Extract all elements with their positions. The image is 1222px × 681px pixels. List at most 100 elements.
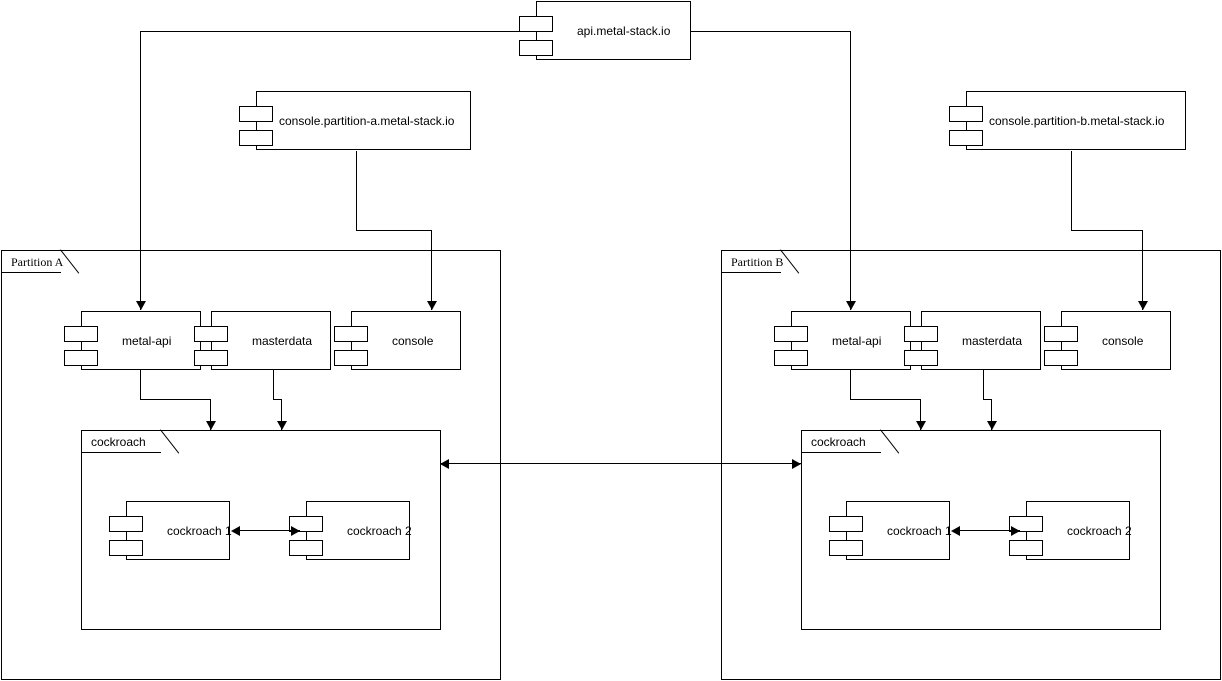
arrowhead-metal-api-a-to-cockroach [206,421,216,430]
component-metal-api-a[interactable]: metal-api [64,311,201,370]
connector-masterdata-a-vertical-1 [273,370,274,400]
component-masterdata-b[interactable]: masterdata [904,311,1041,370]
connector-masterdata-b-horizontal [983,399,992,400]
arrowhead-replication-left [440,459,449,469]
component-cockroach-2-b[interactable]: cockroach 2 [1009,501,1132,560]
component-port-icon [774,350,808,366]
component-port-icon [64,326,98,342]
connector-console-b-vertical-1 [1071,151,1072,230]
component-port-icon [334,350,368,366]
partition-a-package[interactable]: Partition A [1,249,501,680]
partition-a-label: Partition A [11,254,64,269]
connector-metal-api-b-vertical-2 [920,399,921,430]
arrowhead-metal-api-b-to-cockroach [916,421,926,430]
cockroach-b-label: cockroach [811,434,866,449]
partition-b-tab-edge [721,272,781,273]
partition-a-tab: Partition A [1,250,64,272]
connector-metal-api-a-vertical-1 [140,370,141,400]
arrowhead-api-to-metal-api-b [846,301,856,310]
cockroach-b-tab-edge [801,452,881,453]
connector-cockroach-pair-a [236,530,300,531]
partition-b-package[interactable]: Partition B [721,249,1221,680]
arrowhead-console-a [427,301,437,310]
arrowhead-console-b [1138,301,1148,310]
arrowhead-cockroach-pair-b-left [951,526,960,536]
component-port-icon [519,16,553,32]
connector-api-to-partition-b-vertical [850,31,851,310]
component-cockroach-1-a[interactable]: cockroach 1 [109,501,232,560]
connector-console-b-vertical-2 [1142,230,1143,310]
component-port-icon [64,350,98,366]
component-console-b[interactable]: console [1044,311,1171,370]
component-port-icon [289,540,323,556]
connector-cockroach-replication [441,463,801,464]
connector-masterdata-a-vertical-2 [281,399,282,430]
cockroach-package-b[interactable]: cockroach [801,429,1161,630]
cockroach-a-tab-edge [81,452,161,453]
component-port-icon [239,130,273,146]
connector-console-a-horizontal [356,230,432,231]
component-port-icon [829,516,863,532]
arrowhead-cockroach-pair-b-right [1011,526,1020,536]
connector-console-a-vertical-1 [356,151,357,230]
cockroach-a-tab: cockroach [81,430,161,452]
arrowhead-cockroach-pair-a-right [291,526,300,536]
endpoint-console-partition-a[interactable]: console.partition-a.metal-stack.io [239,91,471,150]
component-port-icon [1044,350,1078,366]
component-masterdata-a[interactable]: masterdata [194,311,331,370]
connector-console-a-vertical-2 [431,230,432,310]
component-port-icon [829,540,863,556]
endpoint-label: console.partition-a.metal-stack.io [279,113,455,128]
component-label: metal-api [122,333,172,348]
component-port-icon [519,40,553,56]
component-label: cockroach 1 [887,523,952,538]
component-port-icon [949,106,983,122]
component-port-icon [109,516,143,532]
connector-api-to-partition-a-horizontal [140,31,522,32]
component-port-icon [904,350,938,366]
connector-metal-api-b-vertical-1 [850,370,851,400]
component-label: masterdata [962,333,1023,348]
component-label: console [392,333,434,348]
component-port-icon [904,326,938,342]
endpoint-label: api.metal-stack.io [577,23,671,38]
component-label: cockroach 2 [1067,523,1132,538]
endpoint-api-metal-stack-io[interactable]: api.metal-stack.io [519,1,691,60]
component-cockroach-1-b[interactable]: cockroach 1 [829,501,952,560]
component-port-icon [1009,540,1043,556]
cockroach-b-tab-bevel [880,429,900,454]
connector-masterdata-a-horizontal [273,399,282,400]
endpoint-console-partition-b[interactable]: console.partition-b.metal-stack.io [949,91,1186,150]
connector-api-to-partition-b-horizontal [691,31,851,32]
partition-b-label: Partition B [731,254,784,269]
connector-api-to-partition-a-vertical [140,31,141,310]
cockroach-b-tab: cockroach [801,430,881,452]
cockroach-package-a[interactable]: cockroach [81,429,441,630]
arrowhead-masterdata-a-to-cockroach [277,421,287,430]
component-port-icon [239,106,273,122]
endpoint-label: console.partition-b.metal-stack.io [989,113,1165,128]
connector-metal-api-a-horizontal [140,399,211,400]
component-console-a[interactable]: console [334,311,461,370]
component-port-icon [194,326,228,342]
component-label: metal-api [832,333,882,348]
component-port-icon [334,326,368,342]
arrowhead-api-to-metal-api-a [136,301,146,310]
component-label: cockroach 2 [347,523,412,538]
component-cockroach-2-a[interactable]: cockroach 2 [289,501,412,560]
component-port-icon [194,350,228,366]
arrowhead-replication-right [792,459,801,469]
arrowhead-cockroach-pair-a-left [231,526,240,536]
component-port-icon [1044,326,1078,342]
connector-metal-api-b-horizontal [850,399,921,400]
connector-metal-api-a-vertical-2 [210,399,211,430]
connector-cockroach-pair-b [956,530,1020,531]
connector-masterdata-b-vertical-1 [983,370,984,400]
cockroach-a-tab-bevel [160,429,180,454]
component-port-icon [109,540,143,556]
connector-masterdata-b-vertical-2 [991,399,992,430]
component-port-icon [949,130,983,146]
arrowhead-masterdata-b-to-cockroach [987,421,997,430]
component-metal-api-b[interactable]: metal-api [774,311,911,370]
